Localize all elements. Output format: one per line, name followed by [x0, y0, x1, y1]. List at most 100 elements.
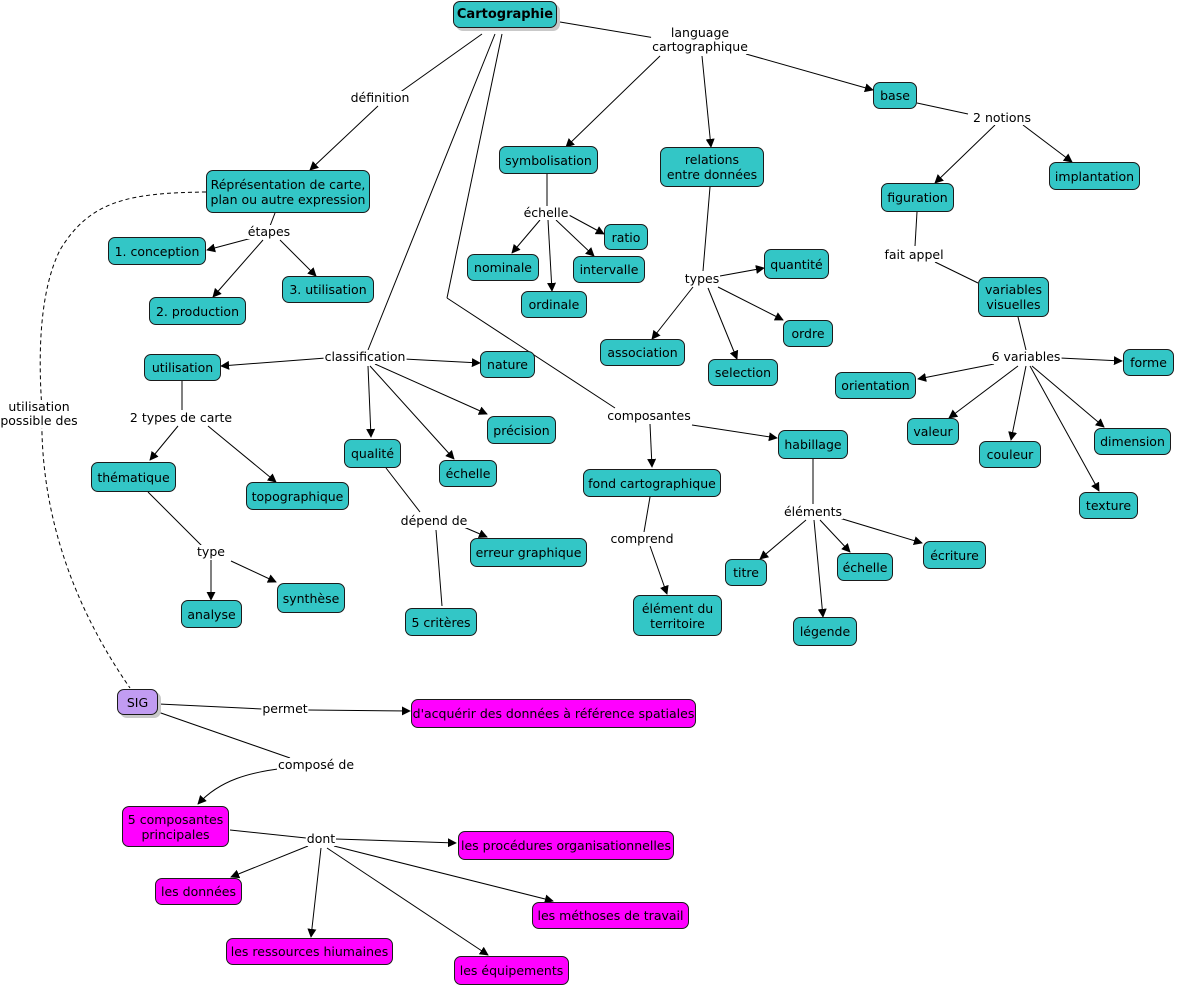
node-donnees[interactable]: les données	[155, 878, 242, 905]
node-texture[interactable]: texture	[1079, 492, 1138, 519]
link-echelle-ratio	[566, 213, 605, 235]
link-classification-qualite	[366, 365, 376, 438]
node-ordinale[interactable]: ordinale	[521, 291, 587, 318]
node-equipements[interactable]: les équipements	[454, 956, 569, 985]
node-ressources[interactable]: les ressources hiumaines	[226, 938, 393, 965]
link-language-base	[745, 53, 874, 93]
node-topographique[interactable]: topographique	[246, 482, 349, 510]
link-sig-permet	[158, 703, 263, 710]
link-composantes-fond	[647, 423, 657, 468]
node-base[interactable]: base	[873, 82, 917, 109]
node-fond-cartographique[interactable]: fond cartographique	[583, 469, 721, 497]
link-language-symbolisation	[565, 55, 661, 148]
node-5-composantes[interactable]: 5 composantes principales	[122, 806, 229, 847]
link-etapes-production	[212, 239, 264, 298]
link-elements-titre	[759, 519, 807, 560]
label-comprend: comprend	[609, 531, 675, 546]
node-nature[interactable]: nature	[480, 351, 535, 378]
link-dont-procedures	[335, 838, 457, 848]
link-classification-nature	[403, 358, 481, 368]
node-acquerir[interactable]: d'acquérir des données à référence spati…	[411, 699, 696, 728]
link-figuration-faitappel	[914, 211, 918, 247]
node-cartographie[interactable]: Cartographie	[453, 1, 557, 28]
link-definition-representation	[309, 105, 379, 171]
node-methodes[interactable]: les méthoses de travail	[532, 902, 689, 929]
node-representation[interactable]: Réprésentation de carte, plan ou autre e…	[206, 170, 370, 213]
node-echelle-classification[interactable]: échelle	[439, 460, 497, 487]
link-elements-ecriture	[835, 516, 923, 545]
node-variables-visuelles[interactable]: variables visuelles	[978, 277, 1049, 317]
node-association[interactable]: association	[600, 339, 685, 366]
link-fond-comprend	[643, 496, 651, 533]
label-classification: classification	[323, 349, 407, 364]
node-ordre[interactable]: ordre	[783, 320, 833, 347]
link-echelle-intervalle	[555, 219, 595, 257]
link-types-selection	[707, 287, 739, 360]
link-echelle-ordinale	[547, 219, 557, 292]
link-2types-topographique	[207, 425, 277, 483]
node-intervalle[interactable]: intervalle	[573, 256, 645, 283]
node-symbolisation[interactable]: symbolisation	[499, 146, 598, 174]
node-ecriture[interactable]: écriture	[923, 541, 986, 569]
label-depend-de: dépend de	[399, 513, 469, 528]
link-cartographie-language	[559, 21, 656, 39]
label-utilisation-possible-des: utilisation possible des	[0, 399, 79, 428]
node-implantation[interactable]: implantation	[1049, 162, 1140, 190]
link-6var-forme	[1059, 356, 1123, 366]
node-echelle-habillage[interactable]: échelle	[837, 553, 893, 581]
link-classification-utilisation	[220, 357, 327, 370]
node-relations[interactable]: relations entre données	[660, 147, 764, 187]
link-6var-texture	[1029, 365, 1100, 492]
node-dimension[interactable]: dimension	[1094, 428, 1171, 455]
node-utilisation[interactable]: utilisation	[144, 354, 221, 381]
link-6var-couleur	[1008, 365, 1027, 441]
node-procedures[interactable]: les procédures organisationnelles	[458, 831, 674, 860]
node-analyse[interactable]: analyse	[181, 600, 242, 628]
link-qualite-depend	[385, 467, 421, 513]
node-nominale[interactable]: nominale	[467, 254, 539, 281]
node-conception[interactable]: 1. conception	[108, 237, 206, 265]
label-elements: éléments	[782, 504, 844, 519]
node-forme[interactable]: forme	[1123, 349, 1174, 376]
link-classification-echelle	[369, 365, 455, 460]
link-2notions-implantation	[1022, 124, 1073, 163]
node-orientation[interactable]: orientation	[835, 372, 916, 399]
link-dont-equipements	[326, 847, 489, 956]
link-classification-precision	[374, 363, 488, 415]
node-couleur[interactable]: couleur	[979, 441, 1041, 468]
node-qualite[interactable]: qualité	[344, 439, 401, 468]
node-sig[interactable]: SIG	[117, 689, 158, 715]
label-2-notions: 2 notions	[972, 110, 1032, 125]
node-erreur-graphique[interactable]: erreur graphique	[470, 538, 587, 567]
label-dont: dont	[305, 831, 337, 846]
link-base-2notions	[916, 102, 969, 115]
node-titre[interactable]: titre	[725, 559, 767, 586]
node-ratio[interactable]: ratio	[604, 224, 648, 250]
node-utilisation-3[interactable]: 3. utilisation	[282, 276, 374, 303]
link-representation-sig-dashed	[39, 191, 207, 689]
node-element-territoire[interactable]: élément du territoire	[633, 595, 722, 636]
node-habillage[interactable]: habillage	[778, 430, 848, 459]
node-figuration[interactable]: figuration	[881, 183, 954, 212]
node-5-criteres[interactable]: 5 critères	[405, 608, 477, 636]
label-types: types	[683, 271, 721, 286]
node-selection[interactable]: selection	[708, 359, 778, 386]
link-etapes-conception	[206, 237, 253, 253]
link-composantes5-dont	[229, 829, 307, 839]
link-2notions-figuration	[934, 124, 996, 184]
link-types-quantite	[719, 265, 765, 277]
label-composantes: composantes	[606, 408, 692, 423]
node-legende[interactable]: légende	[793, 617, 857, 646]
node-valeur[interactable]: valeur	[907, 418, 959, 445]
label-type: type	[196, 544, 226, 559]
node-precision[interactable]: précision	[487, 416, 556, 444]
link-elements-legende	[813, 519, 827, 618]
link-2types-thematique	[149, 425, 179, 461]
link-types-ordre	[717, 286, 784, 321]
node-quantite[interactable]: quantité	[764, 249, 829, 279]
node-thematique[interactable]: thématique	[91, 462, 176, 492]
node-synthese[interactable]: synthèse	[277, 583, 345, 613]
node-production[interactable]: 2. production	[149, 297, 246, 325]
